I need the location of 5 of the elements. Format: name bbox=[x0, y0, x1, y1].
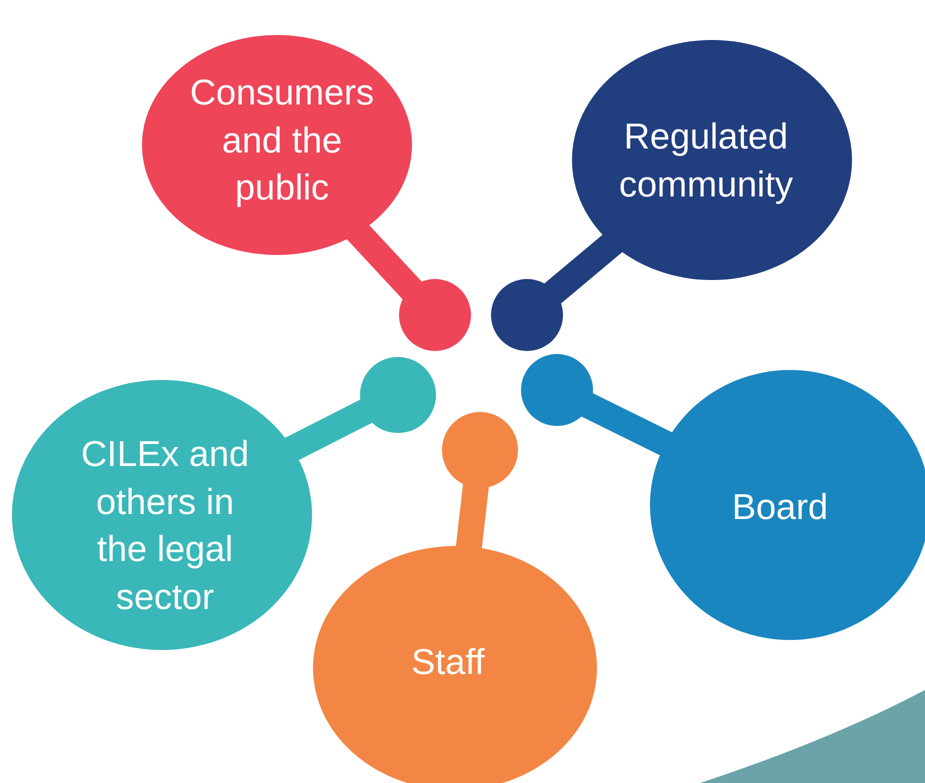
bubble-label: Consumers and the public bbox=[188, 70, 376, 210]
bubble-label: Staff bbox=[410, 640, 486, 684]
bubble-label: CILEx and others in the legal sector bbox=[80, 432, 250, 619]
bubble-label: Board bbox=[730, 485, 830, 530]
bubble-label: Regulated community bbox=[618, 114, 794, 206]
